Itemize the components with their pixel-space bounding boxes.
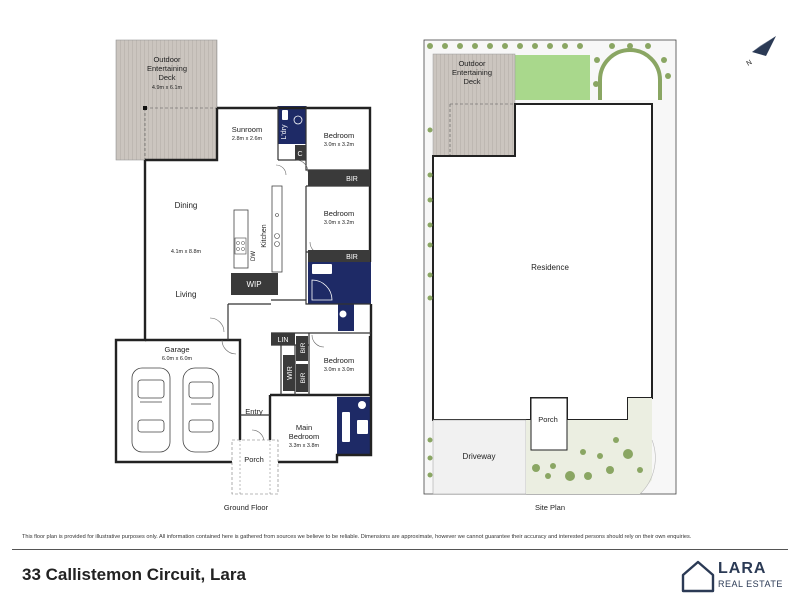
laundry-label: L'dry [281, 124, 288, 139]
bedroom-label: Bedroom [324, 209, 354, 218]
living-label: Living [176, 290, 197, 299]
house-icon [681, 560, 715, 593]
compass-north-label: N [746, 59, 754, 68]
disclaimer-text: This floor plan is provided for illustra… [22, 534, 692, 540]
ground-floor-title: Ground Floor [224, 503, 269, 512]
living-dims: 4.1m x 8.8m [171, 249, 202, 255]
porch-label: Porch [244, 455, 264, 464]
bedroom-dims: 3.0m x 3.2m [324, 220, 355, 226]
site-plan: Outdoor Entertaining Deck Residence Porc… [423, 39, 677, 512]
brand-logo: LARA REAL ESTATE [680, 558, 790, 594]
toilet-area [338, 304, 354, 331]
site-deck-label: Deck [463, 77, 480, 86]
kitchen-label: Kitchen [261, 224, 268, 247]
bir-label: BIR [346, 176, 358, 183]
residence-label: Residence [531, 263, 569, 272]
lawn-area [515, 55, 590, 100]
cupboard-label: C [297, 151, 302, 158]
wir-label: WIR [287, 366, 294, 380]
site-deck-label: Entertaining [452, 68, 492, 77]
bedroom-dims: 3.0m x 3.2m [324, 142, 355, 148]
site-deck-label: Outdoor [458, 59, 486, 68]
dining-label: Dining [175, 201, 198, 210]
deck-dims: 4.9m x 6.1m [152, 85, 183, 91]
ground-floor-plan: Outdoor Entertaining Deck 4.9m x 6.1m Su… [114, 39, 373, 512]
entry-label: Entry [245, 407, 263, 416]
site-plan-title: Site Plan [535, 503, 565, 512]
sunroom-label: Sunroom [232, 125, 262, 134]
wip-label: WIP [246, 280, 261, 289]
main-bedroom-label: Main [296, 423, 312, 432]
main-bedroom-label: Bedroom [289, 432, 319, 441]
car-icon [131, 367, 171, 453]
bir-label: BIR [300, 372, 307, 383]
dishwasher-label: DW [251, 251, 257, 261]
compass-icon: N [746, 36, 776, 68]
bedroom-dims: 3.0m x 3.0m [324, 367, 355, 373]
main-bedroom-dims: 3.3m x 3.8m [289, 443, 320, 449]
bir-label: BIR [346, 254, 358, 261]
logo-subtitle: REAL ESTATE [718, 579, 783, 589]
driveway-area [432, 419, 527, 495]
porch-area [231, 439, 279, 495]
garden-bed [526, 398, 652, 494]
linen-label: LIN [278, 337, 289, 344]
bedroom-label: Bedroom [324, 356, 354, 365]
kitchen-bench [271, 185, 283, 273]
kitchen-island [233, 209, 249, 269]
deck-label: Entertaining [147, 64, 187, 73]
logo-name: LARA [718, 560, 767, 577]
bir-label: BIR [300, 342, 307, 353]
sunroom-dims: 2.8m x 2.6m [232, 136, 263, 142]
driveway-label: Driveway [463, 452, 496, 461]
divider [12, 549, 788, 550]
site-porch-label: Porch [538, 415, 558, 424]
garage-label: Garage [164, 345, 189, 354]
outdoor-deck-area [115, 39, 218, 161]
property-address: 33 Callistemon Circuit, Lara [22, 565, 246, 584]
shrub-icon [427, 43, 671, 481]
deck-label: Deck [158, 73, 175, 82]
car-icon [182, 367, 220, 453]
garage-dims: 6.0m x 6.0m [162, 356, 193, 362]
bedroom-label: Bedroom [324, 131, 354, 140]
deck-label: Outdoor [153, 55, 181, 64]
